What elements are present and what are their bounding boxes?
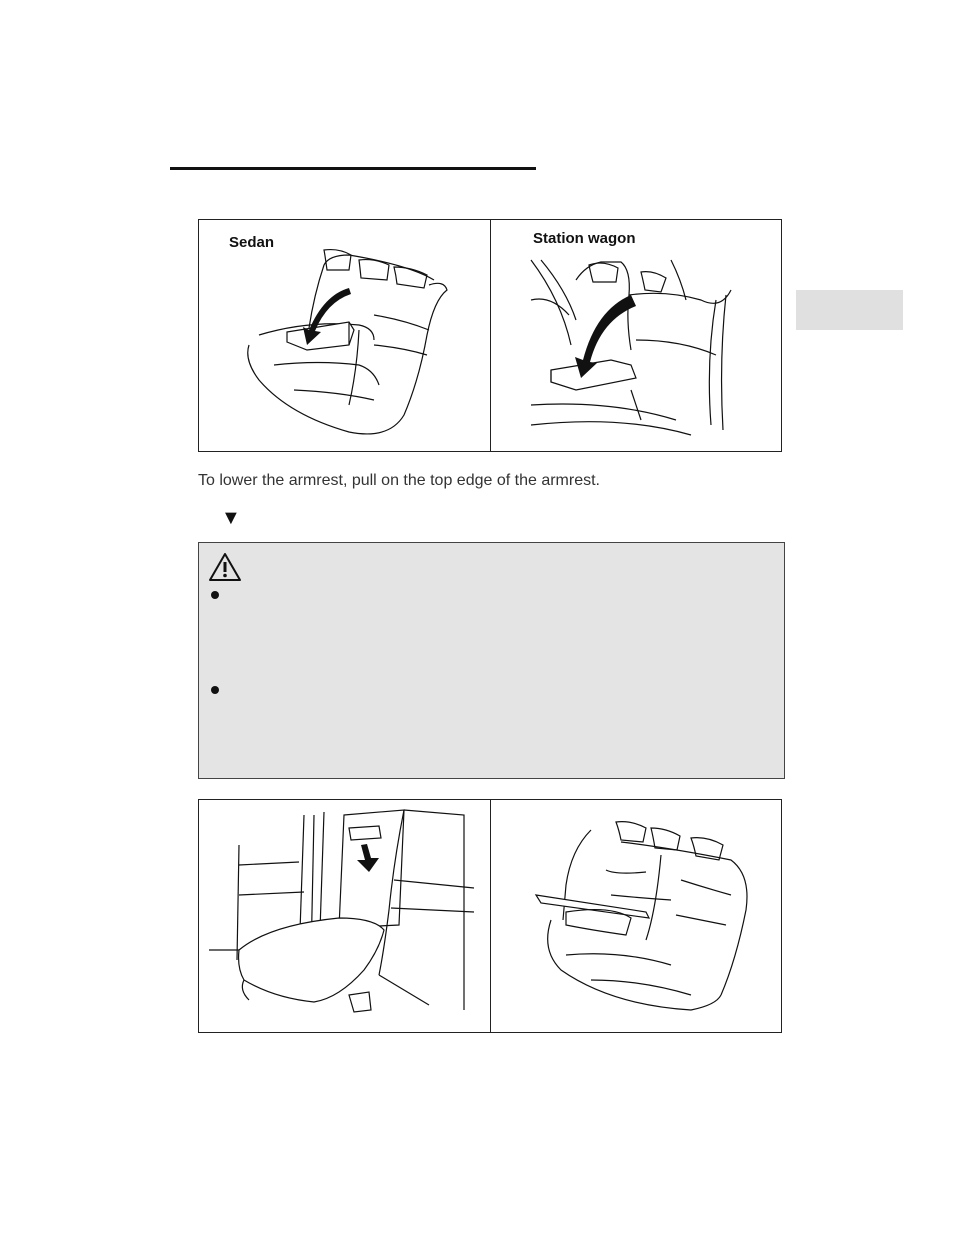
warning-bullet-1 xyxy=(211,591,219,599)
wagon-seat-illustration xyxy=(530,259,732,436)
sedan-panel: Sedan xyxy=(199,220,490,451)
warning-bullet-2 xyxy=(211,686,219,694)
figure-divider xyxy=(490,220,491,451)
sedan-seat-illustration xyxy=(247,248,448,435)
armrest-raised-illustration xyxy=(534,821,748,1011)
sedan-label: Sedan xyxy=(229,234,275,251)
section-marker: ▼ xyxy=(221,507,241,529)
armrest-raised-panel xyxy=(491,800,781,1032)
instruction-text: To lower the armrest, pull on the top ed… xyxy=(198,472,600,489)
heading-rule xyxy=(170,167,536,170)
station-wagon-label: Station wagon xyxy=(533,230,636,247)
armrest-closeup-illustration xyxy=(209,809,475,1013)
armrest-figure-top: Sedan Station wagon xyxy=(198,219,782,452)
figure-divider-bottom xyxy=(490,800,491,1032)
warning-box xyxy=(198,542,785,779)
station-wagon-panel: Station wagon xyxy=(491,220,781,451)
warning-triangle-icon xyxy=(209,553,241,581)
section-tab xyxy=(796,290,903,330)
armrest-figure-bottom xyxy=(198,799,782,1033)
armrest-closeup-panel xyxy=(199,800,490,1032)
